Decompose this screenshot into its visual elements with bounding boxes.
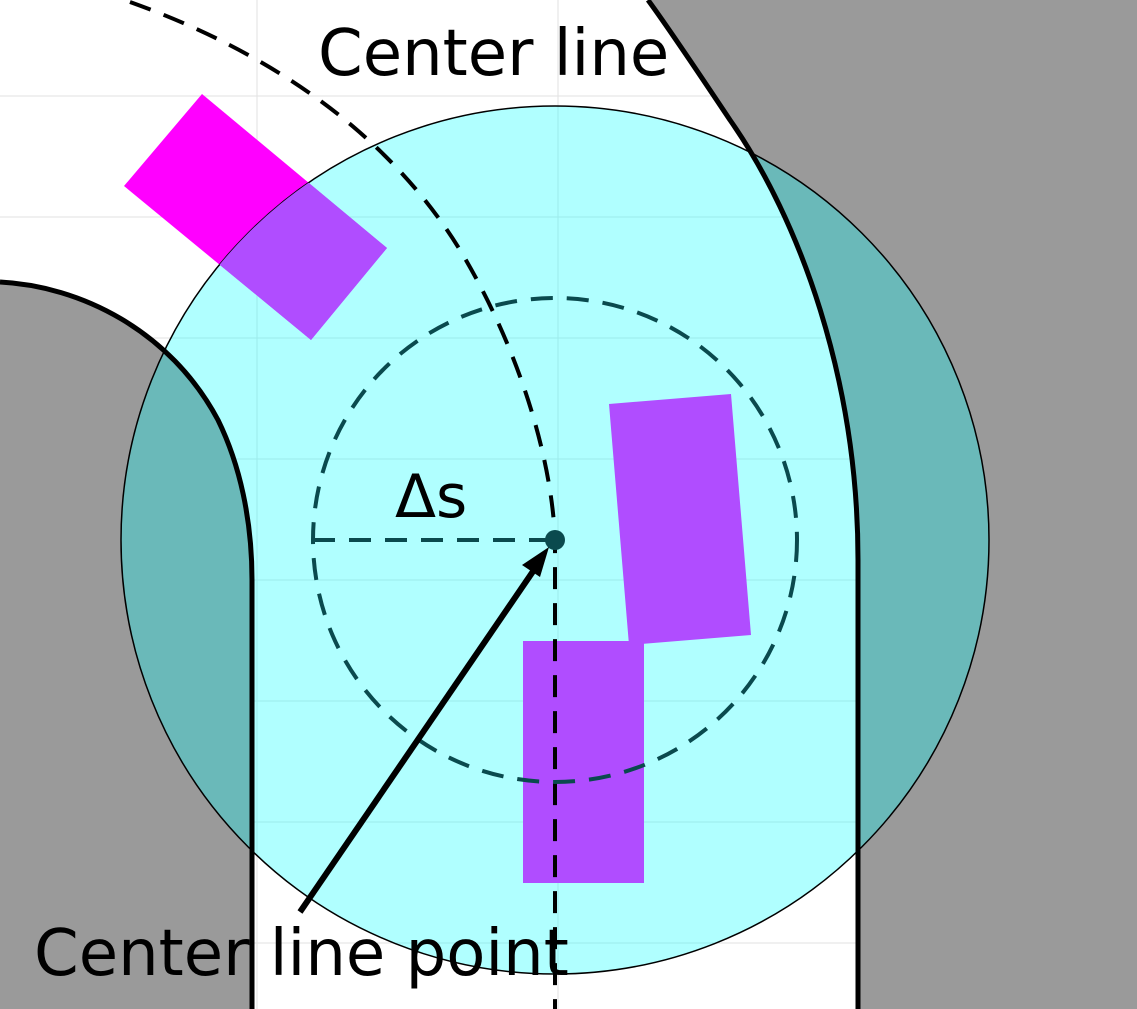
- center-line-label: Center line: [318, 17, 669, 91]
- center-line: [129, 0, 557, 1009]
- obstacle-right: [609, 394, 751, 645]
- obstacle-bottom: [523, 641, 644, 883]
- right-road-boundary: [648, 0, 1137, 1009]
- delta-s-label: Δs: [395, 462, 467, 532]
- pointer-arrow-shaft: [297, 565, 539, 914]
- center-line-point-label: Center line point: [34, 917, 569, 991]
- right-boundary-edge: [645, 0, 861, 1009]
- left-road-boundary: [0, 282, 252, 1009]
- pointer-arrow-head: [522, 547, 549, 577]
- left-boundary-edge: [0, 279, 255, 1009]
- center-line-point-marker: [545, 530, 565, 550]
